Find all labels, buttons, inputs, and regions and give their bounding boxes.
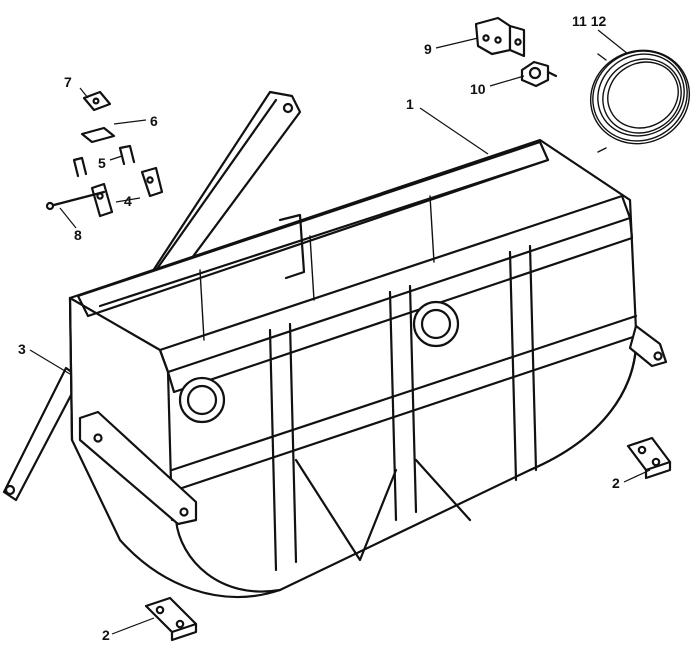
coiled-cable-parts-11-12 [589, 49, 691, 153]
callout-8: 8 [74, 227, 82, 243]
callout-2-right: 2 [612, 475, 620, 491]
mounting-pad-part-2-left [144, 596, 198, 642]
callout-3: 3 [18, 341, 26, 357]
callout-2-left: 2 [102, 627, 110, 643]
callout-10: 10 [470, 81, 486, 97]
callout-4: 4 [124, 193, 132, 209]
callout-1: 1 [406, 96, 414, 112]
callout-labels: 1 2 2 3 4 5 6 7 8 9 10 11 12 [18, 13, 620, 643]
frame-body-part-1 [68, 138, 638, 599]
callout-9: 9 [424, 41, 432, 57]
frame-mounting-feet [78, 324, 668, 526]
angle-bracket-part-9 [474, 16, 526, 58]
callout-11-12: 11 12 [572, 13, 606, 29]
mounting-pad-part-2-right [626, 436, 672, 480]
grommet-part-10 [520, 60, 558, 88]
pin-part-8 [45, 190, 106, 211]
spacer-plate-part-6 [80, 126, 116, 144]
callout-7: 7 [64, 74, 72, 90]
callout-5: 5 [98, 155, 106, 171]
callout-6: 6 [150, 113, 158, 129]
clevis-brackets-part-4 [90, 166, 164, 218]
support-bar-part-3 [2, 90, 302, 502]
leader-lines [29, 29, 651, 635]
link-plate-part-7 [82, 90, 112, 112]
